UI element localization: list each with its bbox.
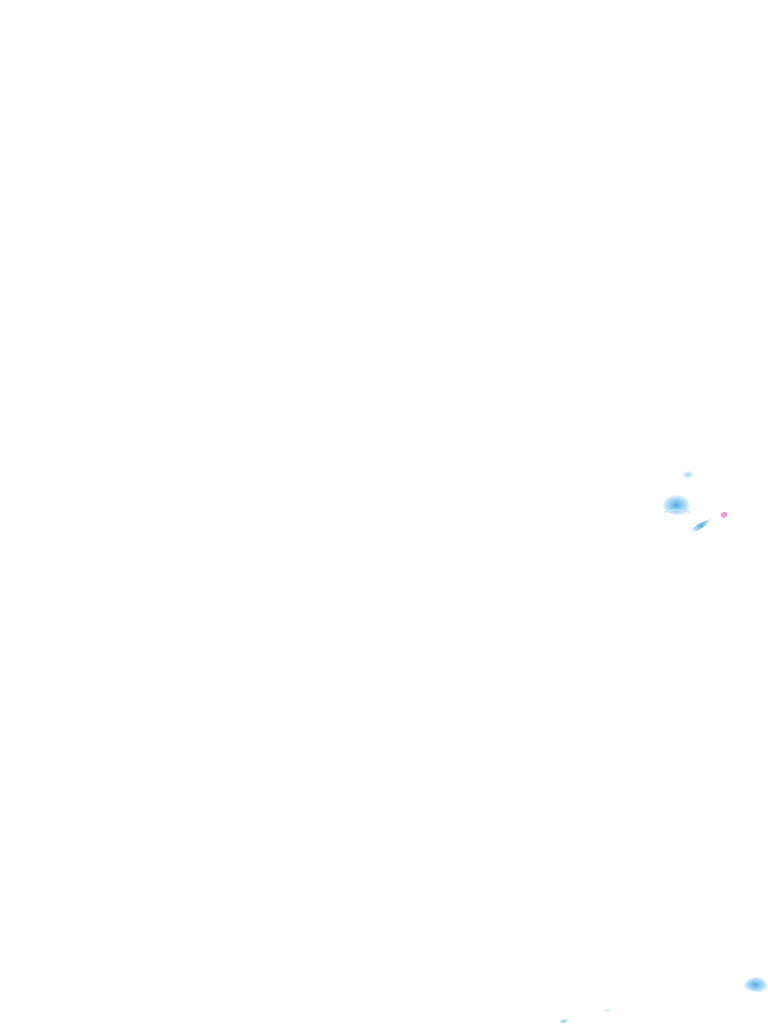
pink-spot bbox=[720, 511, 728, 518]
blot-shadow-strip bbox=[663, 509, 691, 513]
bottom-pale-fleck bbox=[604, 1008, 611, 1013]
lower-blue-streak bbox=[690, 517, 713, 534]
bottom-right-blue-splash bbox=[744, 977, 768, 993]
bottom-blue-fleck bbox=[560, 1019, 568, 1024]
upper-blue-spot bbox=[681, 470, 694, 479]
central-blue-blot bbox=[663, 495, 690, 516]
